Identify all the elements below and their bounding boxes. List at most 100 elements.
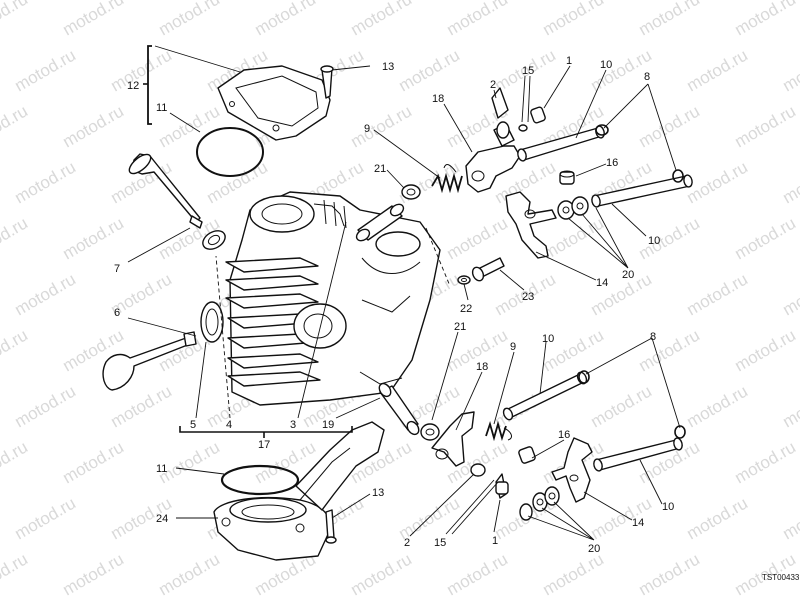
exhaust-flange-24 [213,421,385,561]
watermark-text: motod.ru [635,325,703,375]
watermark-text: motod.ru [731,0,799,39]
callout-23: 23 [522,291,534,303]
watermark-text: motod.ru [683,45,751,95]
o-ring-top [196,127,264,177]
callout-21-lower: 21 [454,321,466,333]
callout-16-lower: 16 [558,429,570,441]
watermark-text: motod.ru [0,213,31,263]
watermark-text: motod.ru [539,0,607,39]
callout-21-top: 21 [374,163,386,175]
callout-9-lower: 9 [510,341,516,353]
callout-5: 5 [190,419,196,431]
callout-2-lower: 2 [404,537,410,549]
watermark-text: motod.ru [443,213,511,263]
circlip-top [595,124,609,136]
watermark-text: motod.ru [59,0,127,39]
valve-seal-upper [202,230,226,250]
watermark-text: motod.ru [0,101,31,151]
spring-upper [431,164,463,194]
callout-22: 22 [460,303,472,315]
callout-13-top: 13 [382,61,394,73]
callout-19: 19 [322,419,334,431]
cylinder-head [225,191,441,406]
watermark-text: motod.ru [635,101,703,151]
collet-lower [420,423,440,441]
circlip-lower-b [674,425,686,439]
o-ring-bottom [220,464,300,496]
drawing-code: TST00433 [762,573,800,582]
callout-10-mid: 10 [648,235,660,247]
watermark-text: motod.ru [779,45,800,95]
watermark-text: motod.ru [539,549,607,599]
watermark-text: motod.ru [779,381,800,431]
callout-18-lower: 18 [476,361,488,373]
callout-10-top: 10 [600,59,612,71]
tappet-cup-upper [355,203,405,242]
spring-lower [485,420,512,442]
watermark-text: motod.ru [587,381,655,431]
tappet-cup-lower [378,382,420,436]
watermark-text: motod.ru [11,269,79,319]
callout-15-lower: 15 [434,537,446,549]
pin-upper [530,106,546,124]
watermark-text: motod.ru [11,493,79,543]
watermark-text: motod.ru [731,325,799,375]
callout-1-top: 1 [566,55,572,67]
adjuster-screw-upper [491,87,510,139]
callout-13-bottom: 13 [372,487,384,499]
bushing-lower [518,446,536,464]
callout-20-top: 20 [622,269,634,281]
rocker-fork-lower [551,437,593,503]
watermark-text: motod.ru [443,0,511,39]
callout-2-top: 2 [490,79,496,91]
watermark-text: motod.ru [251,0,319,39]
collet-upper [401,184,421,200]
watermark-text: motod.ru [0,0,31,39]
callout-15-top: 15 [522,65,534,77]
watermark-text: motod.ru [11,381,79,431]
watermark-text: motod.ru [395,493,463,543]
watermark-text: motod.ru [59,101,127,151]
watermark-text: motod.ru [587,493,655,543]
watermark-text: motod.ru [0,549,31,599]
rocker-fork-upper [505,191,557,259]
callout-10-lower-a: 10 [542,333,554,345]
watermark-text: motod.ru [539,213,607,263]
watermark-text: motod.ru [395,45,463,95]
callout-20-lower: 20 [588,543,600,555]
callout-8-top: 8 [644,71,650,83]
rocker-arm-lower [431,411,475,467]
rocker-shaft-lower-b [593,437,683,472]
watermark-text: motod.ru [59,213,127,263]
watermark-text: motod.ru [635,213,703,263]
watermark-text: motod.ru [59,549,127,599]
callout-1-lower: 1 [492,535,498,547]
valve-lower [102,331,197,391]
watermark-text: motod.ru [0,437,31,487]
rocker-shaft-middle [591,174,693,208]
watermark-text: motod.ru [347,0,415,39]
callout-16-top: 16 [606,157,618,169]
callout-7: 7 [114,263,120,275]
rocker-shaft-lower-a [502,371,588,421]
watermark-text: motod.ru [347,101,415,151]
callout-labels: 13 12 11 1 15 10 2 8 18 9 21 16 10 20 14… [114,55,800,582]
watermark-text: motod.ru [155,549,223,599]
watermark-text: motod.ru [779,269,800,319]
pin-lower [495,481,509,495]
circlip-lower-a [578,370,590,384]
callout-17: 17 [258,439,270,451]
valve-cover-top [217,65,331,141]
callout-4: 4 [226,419,232,431]
callout-10-lower-b: 10 [662,501,674,513]
valve-guide-seal [200,301,224,343]
rocker-shaft-top [517,125,605,162]
callout-11-bottom: 11 [156,463,167,475]
watermark-text: motod.ru [59,437,127,487]
cover-bolt-top [320,65,334,99]
watermark-text: motod.ru [683,157,751,207]
watermark-text: motod.ru [683,269,751,319]
watermark-text: motod.ru [731,213,799,263]
callout-8-lower: 8 [650,331,656,343]
